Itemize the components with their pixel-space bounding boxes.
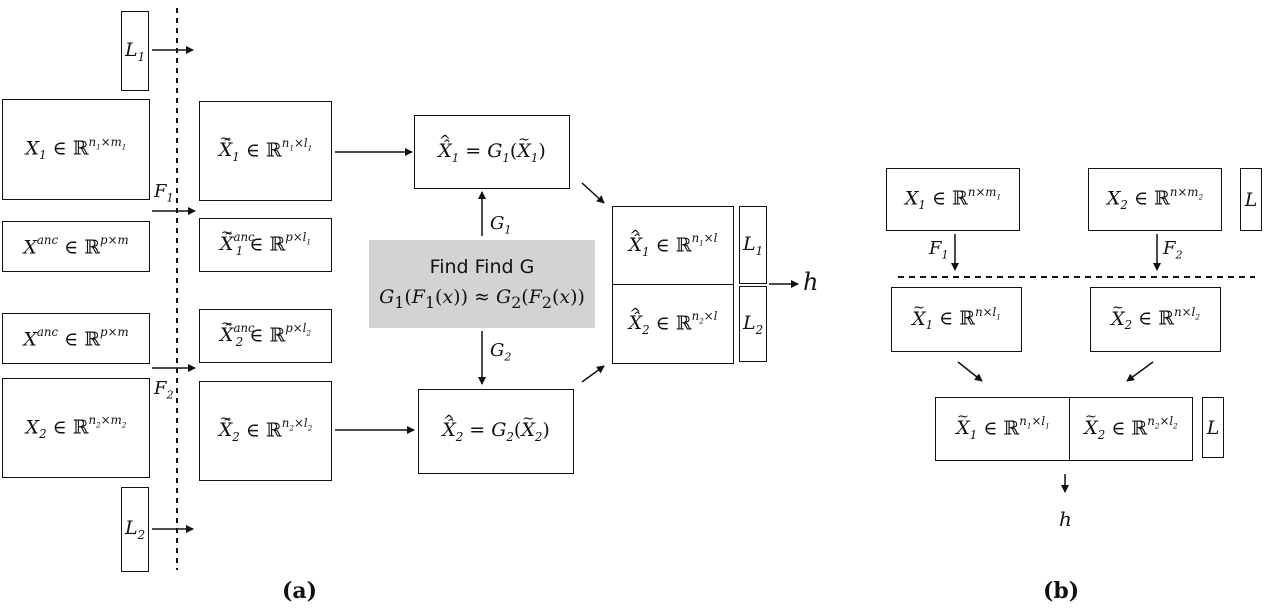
b-X2-text: X2 ∈ ℝn×m2 [1106,184,1204,213]
label-b-F2: F2 [1163,238,1183,262]
L1-text: L1 [124,38,146,64]
caption-b: (b) [1043,578,1080,604]
find-line-1: Find Find G [429,256,535,279]
X1hat-in-text: X̂1 ∈ ℝn1×l [629,228,718,259]
X2tilde-text: X̃2 ∈ ℝn2×l2 [219,411,313,444]
box-Xanc-top: Xanc ∈ ℝp×m [2,221,150,272]
box-X2hat-in: X̂2 ∈ ℝn2×l [612,284,734,364]
box-L2-right: L2 [739,286,767,362]
X2hat-in-text: X̂2 ∈ ℝn2×l [629,306,718,337]
arrow-b-left-diag [957,361,983,382]
label-F1: F1 [154,181,174,205]
X2hat-eq-text: X̂2 = G2(X2) [442,411,550,444]
box-Xanc-bottom: Xanc ∈ ℝp×m [2,313,150,364]
Xanc-top-text: Xanc ∈ ℝp×m [23,233,129,259]
box-X1hat-eq: X̂1 = G1(X1) [414,115,570,189]
box-b-X2: X2 ∈ ℝn×m2 [1088,168,1222,231]
X2anc-tilde-text: X̃anc2 ∈ ℝp×l2 [220,316,311,349]
L2-text: L2 [124,517,146,542]
X1-text: X1 ∈ ℝn1×m1 [25,134,127,163]
box-L2: L2 [121,487,149,572]
find-constraint-box: Find Find G G1(F1(x)) ≈ G2(F2(x)) [369,240,595,328]
box-b-concat-left: X1 ∈ ℝn1×l1 [935,397,1071,461]
label-G2: G2 [490,340,512,364]
b-X1tilde-text: X1 ∈ ℝn×l1 [912,300,1001,333]
label-b-F1: F1 [929,238,949,262]
arrow-b-right-diag [1126,361,1154,382]
box-X2hat-eq: X̂2 = G2(X2) [418,389,574,474]
b-concat-left-text: X1 ∈ ℝn1×l1 [956,409,1050,442]
box-b-L-concat: L [1202,397,1224,458]
box-b-concat-right: X2 ∈ ℝn2×l2 [1069,397,1193,461]
L2-right-text: L2 [742,311,764,337]
arrow-x2hat-concat [581,365,605,383]
b-concat-right-text: X2 ∈ ℝn2×l2 [1084,409,1178,442]
box-b-L: L [1240,168,1262,231]
b-X1-text: X1 ∈ ℝn×m1 [904,184,1002,213]
box-X2anc-tilde: X̃anc2 ∈ ℝp×l2 [199,309,332,363]
caption-a: (a) [282,578,318,604]
box-b-X2tilde: X2 ∈ ℝn×l2 [1090,287,1221,352]
L1-right-text: L1 [742,232,764,258]
box-X1tilde: X̃1 ∈ ℝn1×l1 [199,101,332,201]
Xanc-bottom-text: Xanc ∈ ℝp×m [23,325,129,351]
box-X1: X1 ∈ ℝn1×m1 [2,99,150,200]
find-line-2: G1(F1(x)) ≈ G2(F2(x)) [379,286,585,312]
label-G1: G1 [490,213,512,237]
arrow-x1hat-concat [581,182,605,204]
box-X1anc-tilde: X̃anc1 ∈ ℝp×l1 [199,218,332,272]
b-X2tilde-text: X2 ∈ ℝn×l2 [1111,300,1200,333]
box-L1-right: L1 [739,206,767,284]
X1anc-tilde-text: X̃anc1 ∈ ℝp×l1 [220,225,311,258]
box-b-X1: X1 ∈ ℝn×m1 [886,168,1020,231]
box-b-X1tilde: X1 ∈ ℝn×l1 [891,287,1022,352]
label-h-a: h [803,268,819,296]
label-F2: F2 [154,378,174,402]
box-L1: L1 [121,11,149,91]
box-X2tilde: X̃2 ∈ ℝn2×l2 [199,381,332,481]
label-h-b: h [1059,507,1072,531]
box-X1hat-in: X̂1 ∈ ℝn1×l [612,206,734,286]
box-X2: X2 ∈ ℝn2×m2 [2,378,150,478]
X1tilde-text: X̃1 ∈ ℝn1×l1 [219,131,313,164]
X2-text: X2 ∈ ℝn2×m2 [25,413,127,442]
X1hat-eq-text: X̂1 = G1(X1) [438,132,546,165]
